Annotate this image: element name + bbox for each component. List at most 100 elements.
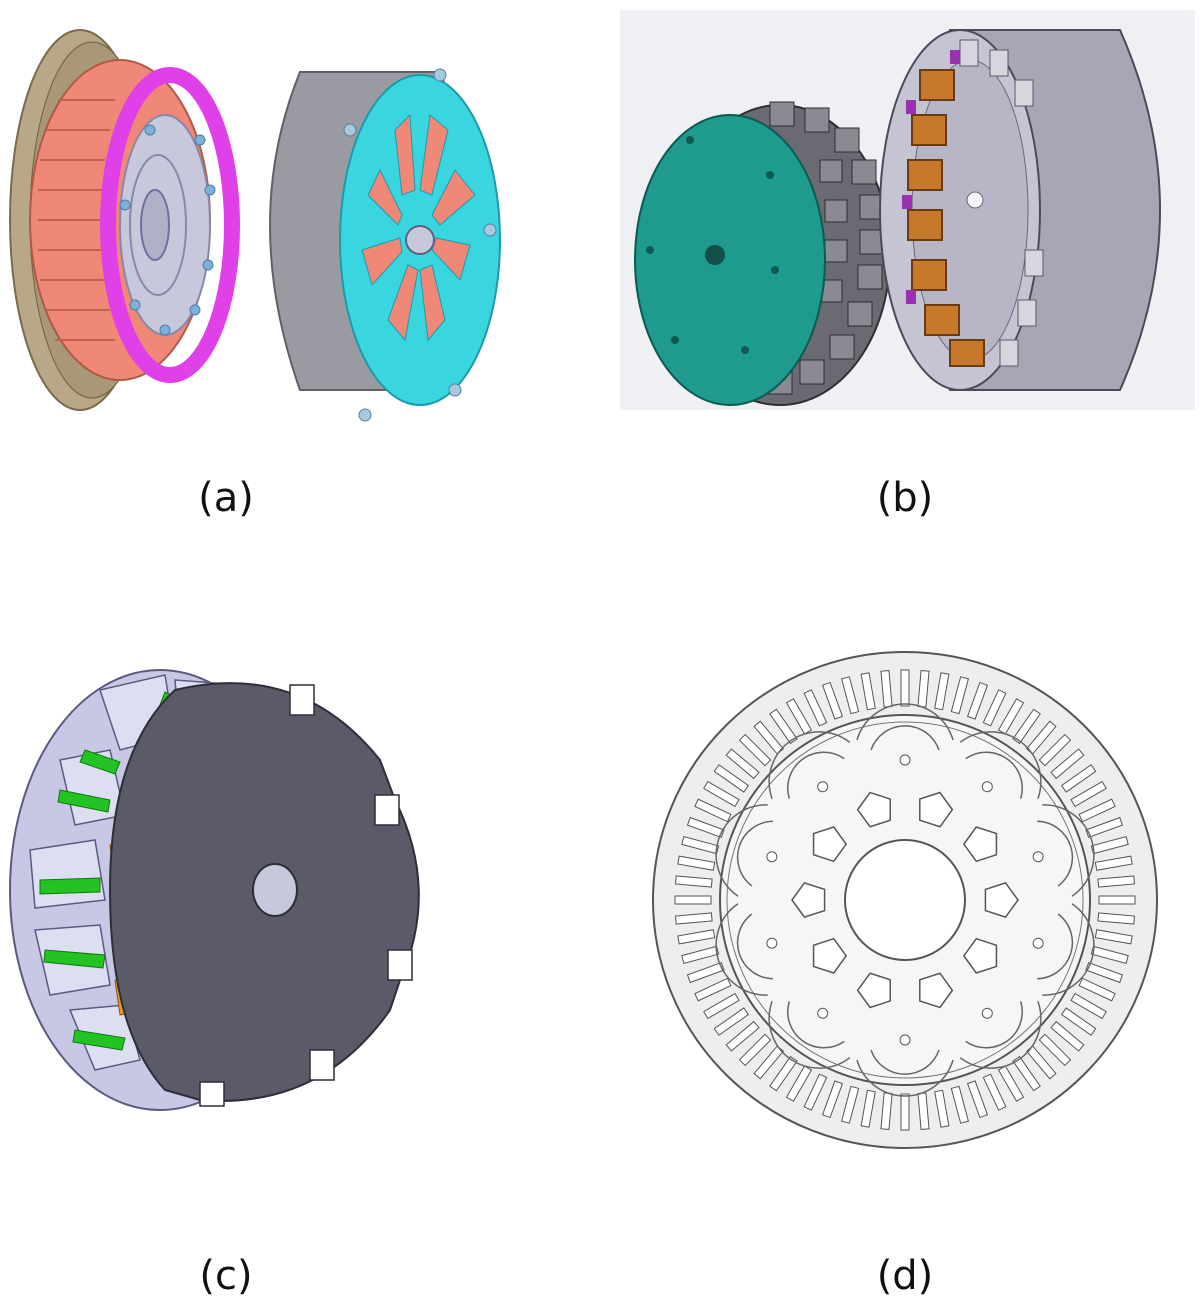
stator-slot — [1098, 895, 1136, 905]
stator-slot — [1094, 929, 1133, 945]
stator-slot — [738, 733, 772, 767]
stator-slot — [1012, 708, 1041, 745]
stator-slot — [803, 689, 828, 727]
panel-b-exploded-motor — [620, 10, 1195, 410]
stator-slot — [950, 676, 970, 715]
caption-c: (c) — [199, 1253, 253, 1299]
bolt-hole — [1032, 937, 1044, 949]
stator-slot — [694, 798, 732, 823]
copper-coils — [907, 69, 985, 367]
panel-b-illustration — [620, 10, 1195, 410]
stator-slot — [1050, 1020, 1085, 1052]
stator-slot — [934, 672, 950, 711]
shaft-hole — [405, 225, 435, 255]
housing-bolts — [343, 68, 497, 422]
panel-a-exploded-motor — [0, 20, 560, 440]
ring-bolts — [119, 124, 216, 336]
stator-slot — [713, 764, 750, 793]
stator-slot — [785, 1065, 813, 1102]
stator-slot — [769, 1055, 798, 1092]
disc-bolt-holes — [646, 136, 779, 354]
stator-slot — [1078, 798, 1116, 823]
stator-slot — [769, 708, 798, 745]
caption-b: (b) — [876, 475, 934, 521]
stator-slot — [1060, 764, 1097, 793]
stator-slot — [681, 945, 720, 965]
flux-barrier — [768, 731, 851, 800]
stator-slot — [1060, 1007, 1097, 1036]
flux-barrier — [715, 804, 773, 897]
stator-slot — [966, 1080, 989, 1119]
stator-slot — [997, 698, 1025, 735]
bolt-hole — [1032, 851, 1044, 863]
hub-center — [140, 189, 170, 261]
bolt-hole — [766, 937, 778, 949]
pentagon-hole — [919, 791, 954, 828]
stator-slot — [1070, 780, 1107, 808]
endplate-windows — [361, 113, 476, 342]
rotor-teeth — [767, 101, 885, 395]
caption-d: (d) — [876, 1253, 934, 1299]
stator-slot — [1090, 945, 1129, 965]
bolt-hole — [981, 781, 993, 793]
pentagon-hole — [962, 937, 998, 974]
stator-slot — [703, 780, 740, 808]
pentagon-hole — [919, 972, 954, 1009]
stator-slot — [900, 1093, 910, 1131]
face-notches — [199, 684, 413, 1107]
stator-slot — [686, 816, 725, 839]
disc-center-hole — [705, 245, 725, 265]
housing-shaft-hole — [966, 191, 984, 209]
stator-slot — [840, 676, 860, 715]
stator-slot — [703, 992, 740, 1020]
stator-slot — [1038, 733, 1072, 767]
shaft-bore — [252, 863, 298, 917]
pentagon-hole — [812, 937, 848, 974]
rotor-pentagon-holes — [791, 791, 1019, 1009]
stator-coil-lines — [38, 99, 115, 341]
rotor-barriers — [715, 703, 1095, 1097]
teal-disc — [634, 114, 826, 406]
pentagon-hole — [962, 826, 998, 863]
panel-d-lamination — [640, 640, 1180, 1160]
stator-slot — [725, 1020, 760, 1052]
stator-slot — [860, 1089, 876, 1128]
stator-slot — [674, 912, 713, 925]
flux-barrier — [1037, 903, 1095, 996]
bolt-hole — [899, 1034, 911, 1046]
stator-slot — [966, 681, 989, 720]
magenta-ring — [100, 67, 240, 383]
flux-barrier — [715, 903, 773, 996]
flux-barrier — [856, 1049, 954, 1097]
stator-slot — [821, 681, 844, 720]
stator-slot — [694, 977, 732, 1002]
stator-slot — [681, 835, 720, 855]
stator-slot — [1078, 977, 1116, 1002]
panel-c-rotor — [0, 650, 440, 1120]
stator-slot — [840, 1085, 860, 1124]
stator-slot — [1085, 816, 1124, 839]
pentagon-hole — [856, 791, 891, 828]
stator-slot — [713, 1007, 750, 1036]
rotor-bolt-holes — [766, 754, 1044, 1046]
panel-a-illustration — [9, 29, 501, 422]
stator-slot — [860, 672, 876, 711]
stator-slot — [1050, 748, 1085, 780]
flux-barrier — [959, 731, 1042, 800]
panel-d-illustration — [652, 651, 1158, 1149]
stator-slots — [674, 669, 1136, 1131]
stator-slot — [950, 1085, 970, 1124]
stator-slot — [997, 1065, 1025, 1102]
hub-ring — [129, 154, 187, 296]
stator-slot — [725, 748, 760, 780]
stator-slot — [674, 895, 712, 905]
airgap-line — [726, 721, 1084, 1079]
panel-c-illustration — [9, 669, 420, 1111]
stator-slot — [1097, 912, 1136, 925]
stator-slot — [803, 1073, 828, 1111]
flux-barrier — [856, 703, 954, 751]
pentagon-hole — [856, 972, 891, 1009]
stator-slot — [982, 689, 1007, 727]
bolt-hole — [899, 754, 911, 766]
stator-slot — [677, 929, 716, 945]
